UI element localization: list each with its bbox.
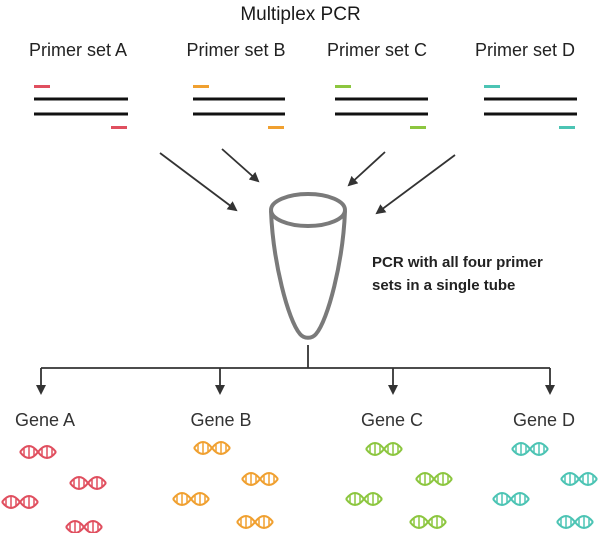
arrow-d-to-tube (375, 154, 456, 215)
dna-helix-icon (492, 492, 530, 506)
dna-helix-icon (511, 442, 549, 456)
arrow-a-to-tube (159, 152, 238, 212)
primer-reverse-c (410, 126, 426, 129)
dna-helix-icon (19, 445, 57, 459)
tube-note-line1: PCR with all four primer (372, 254, 543, 271)
dna-helix-icon (236, 515, 274, 529)
primer-set-a-label: Primer set A (28, 40, 128, 60)
tube-note-line2: sets in a single tube (372, 277, 516, 294)
gene-a-products (1, 445, 107, 533)
tube-note: PCR with all four primer sets in a singl… (372, 251, 543, 297)
primer-reverse-b (268, 126, 284, 129)
dna-helix-icon (69, 476, 107, 490)
dna-helix-icon (365, 442, 403, 456)
dna-helix-icon (65, 520, 103, 533)
primer-set-c-label: Primer set C (326, 40, 427, 60)
primer-forward-c (335, 85, 351, 88)
primer-set-c-dna (335, 85, 428, 129)
primer-forward-d (484, 85, 500, 88)
dna-helix-icon (415, 472, 453, 486)
gene-b-label: Gene B (190, 410, 252, 430)
dna-helix-icon (560, 472, 598, 486)
arrow-c-to-tube (347, 151, 386, 187)
primer-forward-a (34, 85, 50, 88)
primer-set-a-dna (34, 85, 128, 129)
pcr-tube-icon (269, 192, 347, 340)
primer-set-b-dna (193, 85, 285, 129)
dna-helix-icon (345, 492, 383, 506)
gene-c-label: Gene C (360, 410, 424, 430)
dna-helix-icon (409, 515, 447, 529)
gene-d-label: Gene D (512, 410, 576, 430)
branch-connector (36, 345, 555, 395)
primer-set-d-label: Primer set D (474, 40, 575, 60)
gene-b-products (172, 441, 279, 529)
diagram-title: Multiplex PCR (240, 4, 361, 25)
primer-set-b-label: Primer set B (186, 40, 286, 60)
dna-helix-icon (556, 515, 594, 529)
arrow-b-to-tube (221, 148, 260, 183)
dna-helix-icon (172, 492, 210, 506)
dna-helix-icon (241, 472, 279, 486)
primer-forward-b (193, 85, 209, 88)
dna-helix-icon (193, 441, 231, 455)
primer-set-d-dna (484, 85, 577, 129)
gene-a-label: Gene A (14, 410, 76, 430)
primer-reverse-a (111, 126, 127, 129)
gene-c-products (345, 442, 453, 529)
dna-helix-icon (1, 495, 39, 509)
gene-d-products (492, 442, 598, 529)
primer-reverse-d (559, 126, 575, 129)
